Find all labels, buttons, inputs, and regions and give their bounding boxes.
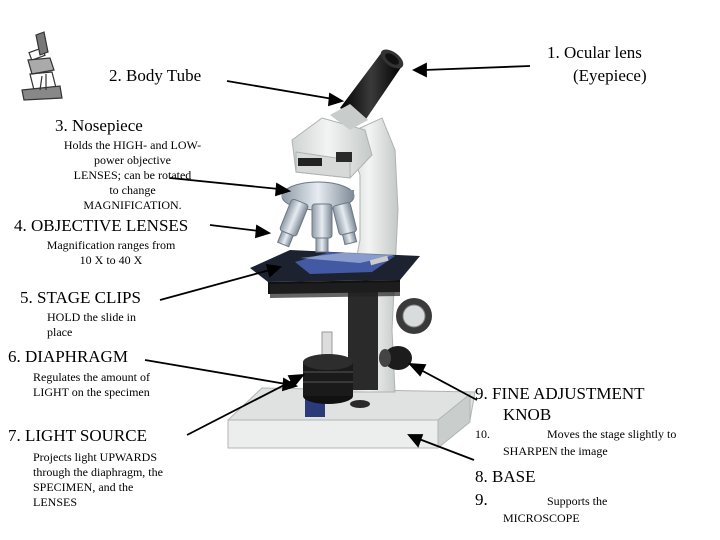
microscope-base	[227, 387, 476, 450]
fine-adjustment-number: 10.	[475, 427, 490, 441]
objective-desc-line: 10 X to 40 X	[79, 253, 143, 267]
diaphragm-label: 6. DIAPHRAGM	[8, 347, 128, 366]
nosepiece-desc-line: to change	[109, 183, 156, 197]
body-tube-label: 2. Body Tube	[109, 66, 202, 85]
diaphragm-desc-line: LIGHT on the specimen	[33, 385, 150, 399]
stage-clips-label: 5. STAGE CLIPS	[20, 288, 141, 307]
nosepiece-desc-line: LENSES; can be rotated	[73, 168, 192, 182]
base-label: 8. BASE	[475, 467, 536, 486]
nosepiece-desc-line: MAGNIFICATION.	[83, 198, 182, 212]
light-source-label: 7. LIGHT SOURCE	[8, 426, 147, 445]
callout-arrows	[144, 62, 531, 461]
light-source-desc-line: LENSES	[33, 495, 78, 509]
base-number: 9.	[475, 490, 488, 509]
nosepiece-desc-line: power objective	[94, 153, 171, 167]
stage-clips-desc-line: HOLD the slide in	[47, 310, 136, 324]
nosepiece-label: 3. Nosepiece	[55, 116, 143, 135]
base-description-2: MICROSCOPE	[503, 511, 580, 525]
objective-lenses-description: Magnification ranges from 10 X to 40 X	[30, 238, 192, 268]
nosepiece-desc-line: Holds the HIGH- and LOW-	[63, 138, 202, 152]
diaphragm-description: Regulates the amount of LIGHT on the spe…	[33, 370, 150, 400]
microscope-sketch-icon	[21, 31, 63, 101]
fine-adjustment-knob	[379, 346, 412, 370]
stage	[250, 250, 420, 298]
microscope-head	[291, 117, 373, 179]
diaphragm-assembly	[303, 331, 353, 404]
ocular-lens-sublabel: (Eyepiece)	[573, 66, 647, 85]
fine-adjustment-sublabel: KNOB	[503, 405, 552, 424]
light-source-desc-line: SPECIMEN, and the	[33, 480, 134, 494]
fine-adjustment-description: Moves the stage slightly to	[547, 427, 677, 441]
objective-lenses	[276, 198, 358, 253]
fine-adjustment-label: 9. FINE ADJUSTMENT	[475, 384, 645, 403]
coarse-adjustment-knob	[396, 298, 432, 334]
body-tube	[330, 49, 404, 130]
ocular-lens-label: 1. Ocular lens	[547, 43, 642, 62]
stage-clips-desc-line: place	[47, 325, 73, 339]
diaphragm-desc-line: Regulates the amount of	[33, 370, 150, 384]
light-source-desc-line: Projects light UPWARDS	[33, 450, 158, 464]
objective-desc-line: Magnification ranges from	[46, 238, 176, 252]
base-description: Supports the	[547, 494, 608, 508]
stage-clips-description: HOLD the slide in place	[47, 310, 136, 340]
fine-adjustment-description-2: SHARPEN the image	[503, 444, 608, 458]
objective-lenses-label: 4. OBJECTIVE LENSES	[14, 216, 189, 235]
nosepiece-description: Holds the HIGH- and LOW- power objective…	[40, 138, 225, 213]
light-source-desc-line: through the diaphragm, the	[33, 465, 163, 479]
light-source-description: Projects light UPWARDS through the diaph…	[33, 450, 163, 510]
